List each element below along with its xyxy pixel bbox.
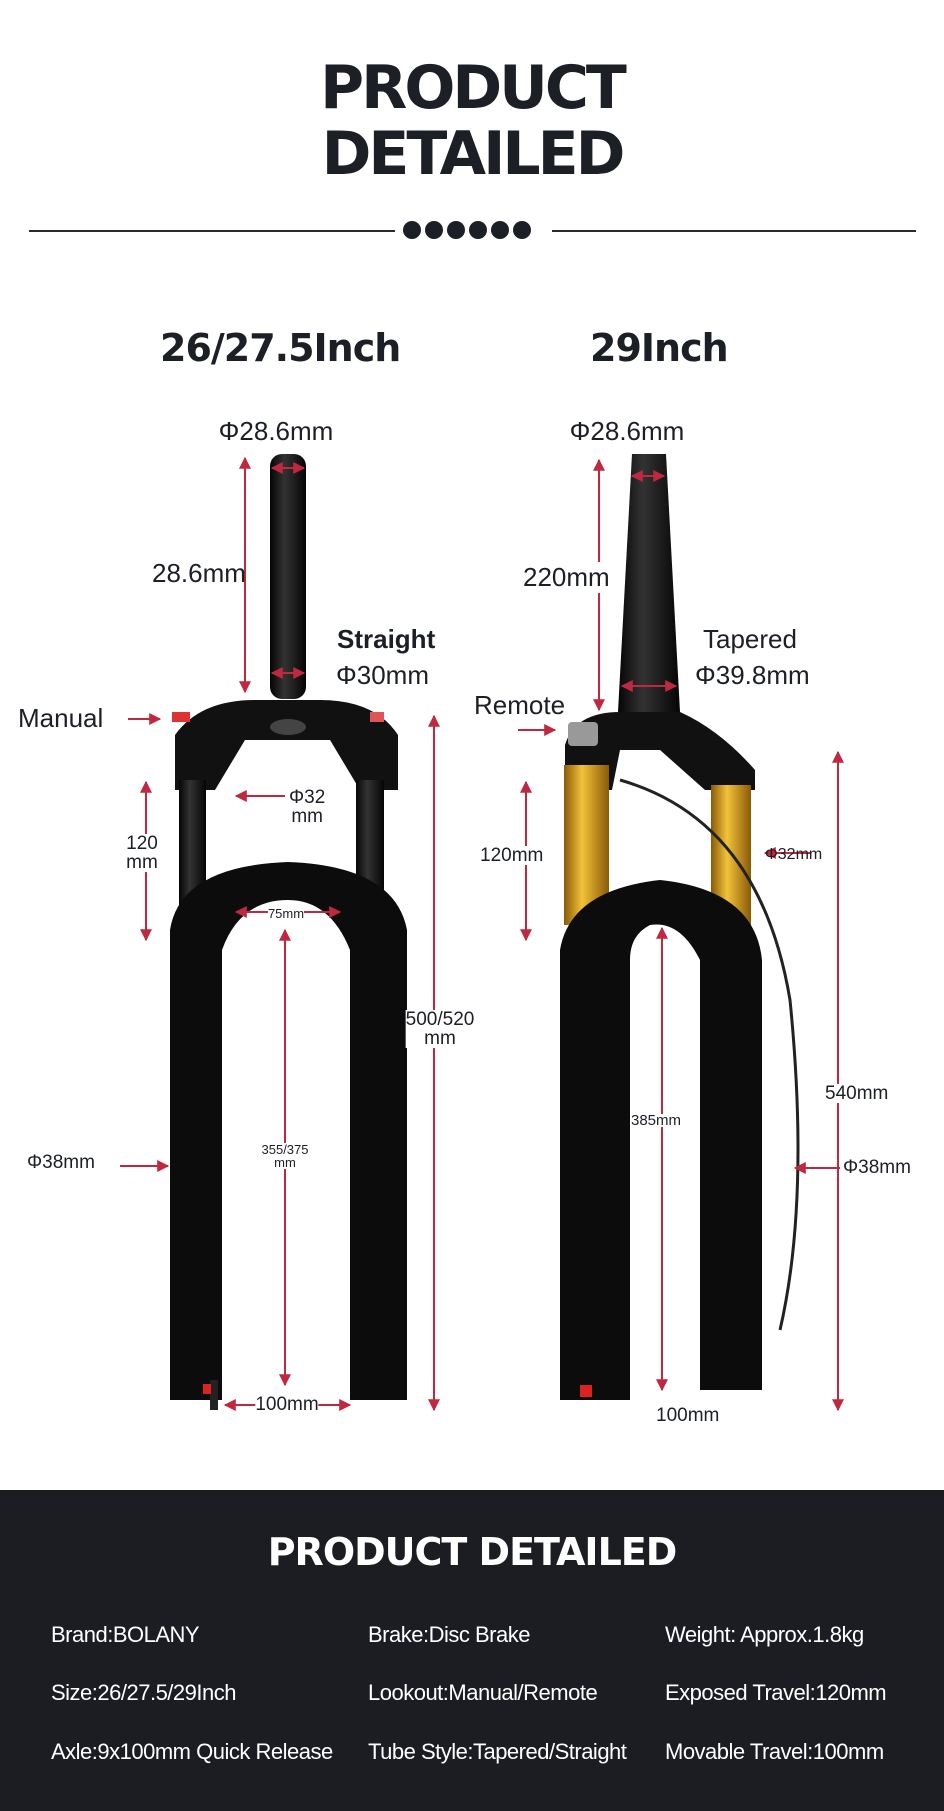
spec-exposed-travel: Exposed Travel:120mm (665, 1680, 887, 1705)
left-stanchion-diameter-value: Φ32 (289, 787, 326, 808)
right-hub-width: 100mm (656, 1405, 720, 1426)
left-travel-unit: mm (126, 852, 158, 873)
left-total-length-value: 500/520 (405, 1009, 475, 1030)
right-lockout-label: Remote (474, 690, 566, 720)
right-lower-diameter: Φ38mm (843, 1157, 911, 1178)
left-steerer-length: 28.6mm (152, 558, 246, 588)
right-steerer-length: 220mm (523, 562, 610, 593)
left-stanchion-diameter-unit: mm (291, 806, 323, 827)
right-axle-to-arch: 385mm (631, 1112, 682, 1129)
left-total-length-unit: mm (424, 1028, 456, 1049)
left-lockout-label: Manual (18, 703, 104, 733)
right-tube-diameter: Φ39.8mm (695, 660, 810, 690)
left-axle-to-arch-value: 355/375 (261, 1142, 309, 1157)
left-steerer-diameter: Φ28.6mm (218, 416, 334, 446)
spec-axle: Axle:9x100mm Quick Release (51, 1739, 333, 1764)
spec-brand: Brand:BOLANY (51, 1622, 200, 1647)
right-travel: 120mm (480, 845, 544, 866)
dimension-arrows (120, 456, 844, 1412)
right-total-length: 540mm (825, 1083, 889, 1104)
left-axle-to-arch-unit: mm (274, 1155, 296, 1170)
size-label-right: 29Inch (590, 326, 729, 370)
fork-illustration (120, 454, 844, 1412)
right-stanchion-diameter: Φ32mm (765, 846, 823, 863)
divider-dots (403, 221, 531, 239)
divider-right (552, 230, 916, 232)
left-travel-value: 120 (126, 833, 158, 854)
title-line-1: PRODUCT (320, 53, 627, 123)
spec-tube-style: Tube Style:Tapered/Straight (368, 1739, 627, 1764)
right-tube-style: Tapered (703, 624, 797, 654)
left-lower-diameter: Φ38mm (27, 1152, 95, 1173)
title-line-2: DETAILED (321, 119, 626, 189)
spec-movable-travel: Movable Travel:100mm (665, 1739, 884, 1764)
spec-lockout: Lookout:Manual/Remote (368, 1680, 598, 1705)
spec-brake: Brake:Disc Brake (368, 1622, 530, 1647)
spec-size: Size:26/27.5/29Inch (51, 1680, 236, 1705)
spec-weight: Weight: Approx.1.8kg (665, 1622, 864, 1647)
left-tube-diameter: Φ30mm (336, 660, 429, 690)
left-fork (170, 454, 407, 1410)
right-fork (560, 454, 800, 1400)
left-hub-width: 100mm (255, 1394, 319, 1415)
right-steerer-diameter: Φ28.6mm (569, 416, 685, 446)
size-label-left: 26/27.5Inch (160, 326, 401, 370)
specs-title: PRODUCT DETAILED (267, 1530, 678, 1574)
left-tube-style: Straight (337, 624, 436, 654)
divider-left (29, 230, 395, 232)
specs-panel: PRODUCT DETAILED Brand:BOLANY Brake:Disc… (0, 1490, 944, 1811)
left-arch-width: 75mm (267, 906, 305, 921)
